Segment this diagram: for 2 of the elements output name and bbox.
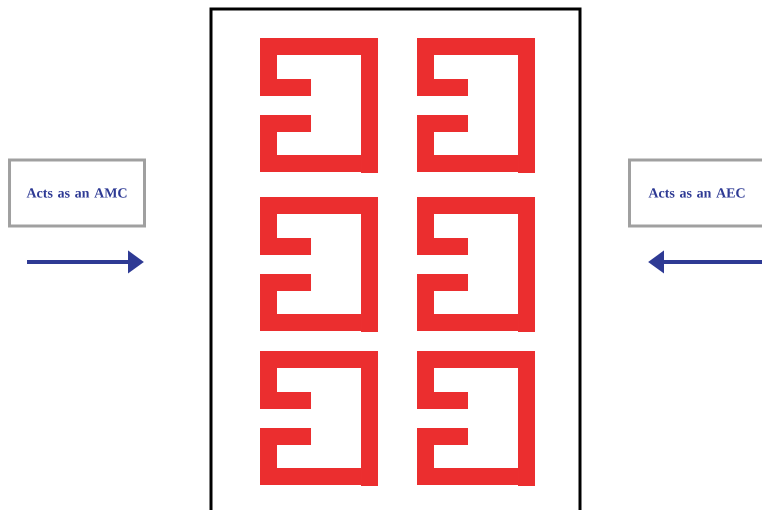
- text-box: Acts as an AMC: [8, 158, 146, 228]
- text-box: Acts as an AEC: [628, 158, 762, 228]
